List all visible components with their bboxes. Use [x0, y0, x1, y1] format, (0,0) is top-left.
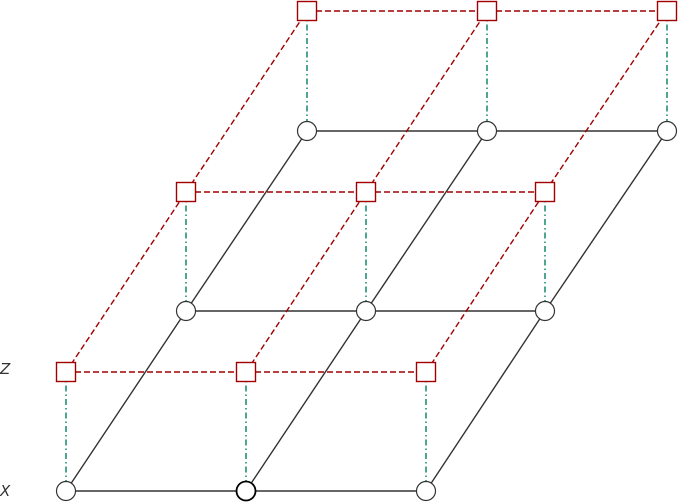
- grid-line-diagonal: [425, 310, 546, 492]
- circle-node: [476, 120, 498, 142]
- square-node: [55, 361, 77, 383]
- dashed-links: [65, 10, 668, 373]
- dashed-link-diagonal: [365, 10, 488, 193]
- square-node: [415, 361, 437, 383]
- grid-line-diagonal: [245, 310, 367, 492]
- dashed-link-diagonal: [245, 191, 367, 373]
- grid-lines: [65, 130, 668, 492]
- circle-node: [656, 120, 678, 142]
- grid-line-diagonal: [185, 130, 308, 312]
- grid-line-diagonal: [544, 130, 668, 312]
- dashed-link-diagonal: [65, 191, 187, 373]
- circle-node: [415, 480, 437, 502]
- circle-node: [534, 300, 556, 322]
- vertical-links: [65, 11, 668, 491]
- dashed-link-diagonal: [185, 10, 308, 193]
- circle-node: [175, 300, 197, 322]
- grid-line-diagonal: [65, 310, 187, 492]
- z-axis-label: Z: [0, 360, 11, 378]
- square-node: [534, 181, 556, 203]
- square-node: [175, 181, 197, 203]
- x-axis-label: X: [0, 482, 11, 500]
- circle-node: [296, 120, 318, 142]
- dashed-link-diagonal: [425, 191, 546, 373]
- circle-nodes: [55, 120, 678, 502]
- square-node: [235, 361, 257, 383]
- square-node: [355, 181, 377, 203]
- square-node: [476, 0, 498, 22]
- square-node: [656, 0, 678, 22]
- grid-line-diagonal: [365, 130, 488, 312]
- square-node: [296, 0, 318, 22]
- circle-node: [355, 300, 377, 322]
- circle-node: [55, 480, 77, 502]
- circle-node-highlighted: [235, 480, 257, 502]
- dashed-link-diagonal: [544, 10, 668, 193]
- square-nodes: [55, 0, 678, 383]
